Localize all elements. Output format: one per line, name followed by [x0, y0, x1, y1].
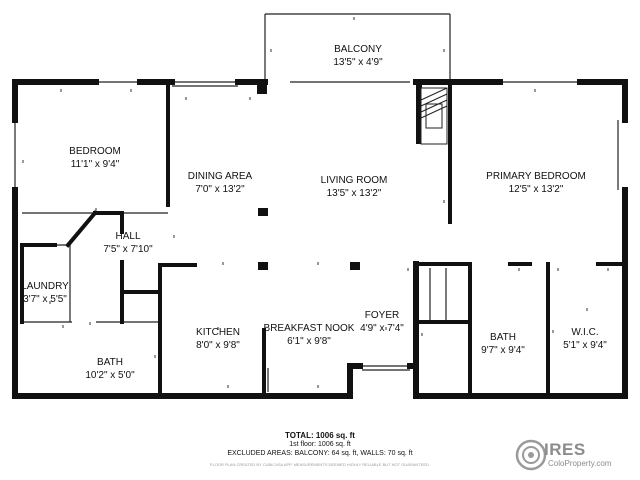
room-name: BATH	[97, 357, 123, 368]
room-name: LAUNDRY	[21, 281, 69, 292]
wall-columns	[257, 82, 422, 270]
room-foyer: FOYER 4'9" x 7'4"	[360, 309, 404, 335]
room-bedroom: BEDROOM 11'1" x 9'4"	[69, 145, 121, 171]
room-dimensions: 6'1" x 9'8"	[287, 336, 331, 347]
room-dining-area: DINING AREA 7'0" x 13'2"	[188, 170, 252, 196]
room-hall: HALL 7'5" x 7'10"	[103, 230, 152, 256]
room-wic: W.I.C. 5'1" x 9'4"	[563, 326, 607, 352]
room-name: PRIMARY BEDROOM	[486, 171, 586, 182]
brand-site: ColoProperty.com	[548, 459, 612, 468]
room-name: KITCHEN	[196, 327, 240, 338]
room-name: BREAKFAST NOOK	[263, 323, 355, 334]
room-dimensions: 13'5" x 13'2"	[326, 188, 382, 199]
room-name: LIVING ROOM	[320, 175, 388, 186]
room-living-room: LIVING ROOM 13'5" x 13'2"	[321, 174, 388, 200]
room-dimensions: 10'2" x 5'0"	[85, 370, 135, 381]
tick-marks	[22, 17, 609, 388]
room-dimensions: 8'0" x 9'8"	[196, 340, 240, 351]
room-name: BALCONY	[334, 44, 382, 55]
room-name: DINING AREA	[187, 171, 253, 182]
excluded-areas: EXCLUDED AREAS: BALCONY: 64 sq. ft, WALL…	[227, 450, 413, 457]
room-primary-bedroom: PRIMARY BEDROOM 12'5" x 13'2"	[486, 170, 586, 196]
room-dimensions: 7'0" x 13'2"	[195, 184, 245, 195]
room-name: BEDROOM	[69, 146, 121, 157]
room-dimensions: 3'7" x 5'5"	[23, 294, 67, 305]
room-balcony: BALCONY 13'5" x 4'9"	[333, 43, 382, 69]
total-area: TOTAL: 1006 sq. ft	[285, 431, 355, 440]
fireplace-icon	[420, 87, 448, 145]
thin-walls	[14, 13, 619, 392]
floor-area: 1st floor: 1006 sq. ft	[289, 441, 351, 448]
disclaimer: FLOOR PLAN CREATED BY CUBICASA APP. MEAS…	[210, 462, 430, 467]
room-name: W.I.C.	[571, 327, 599, 338]
ires-logo-icon	[515, 439, 547, 471]
room-breakfast-nook: BREAKFAST NOOK 6'1" x 9'8"	[264, 322, 355, 348]
room-dimensions: 5'1" x 9'4"	[563, 340, 607, 351]
room-dimensions: 9'7" x 9'4"	[481, 345, 525, 356]
room-dimensions: 11'1" x 9'4"	[70, 159, 120, 170]
room-name: HALL	[115, 231, 141, 242]
room-laundry: LAUNDRY 3'7" x 5'5"	[21, 280, 69, 306]
room-kitchen: KITCHEN 8'0" x 9'8"	[196, 326, 240, 352]
room-bath-left: BATH 10'2" x 5'0"	[85, 356, 134, 382]
room-name: FOYER	[364, 310, 400, 321]
room-dimensions: 7'5" x 7'10"	[103, 244, 153, 255]
room-dimensions: 4'9" x 7'4"	[360, 323, 404, 334]
room-dimensions: 13'5" x 4'9"	[333, 57, 383, 68]
brand-logo: IRES	[544, 440, 586, 459]
room-bath-right: BATH 9'7" x 9'4"	[481, 331, 525, 357]
room-dimensions: 12'5" x 13'2"	[508, 184, 564, 195]
room-name: BATH	[490, 332, 516, 343]
interior-walls	[20, 80, 627, 398]
